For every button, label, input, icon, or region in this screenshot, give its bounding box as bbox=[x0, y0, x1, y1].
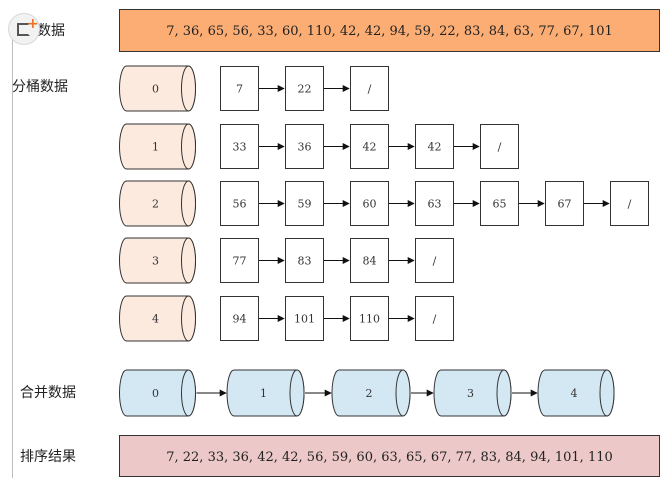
merge-cylinder-4-label: 4 bbox=[571, 387, 578, 400]
bucket-2-node-4: 65 bbox=[480, 181, 519, 226]
bucket-cylinder-0: 0 bbox=[119, 65, 196, 112]
label-sorted-result: 排序结果 bbox=[20, 449, 76, 465]
merge-cylinder-0-label: 0 bbox=[152, 387, 159, 400]
bucket-2-value-5: 67 bbox=[558, 198, 572, 211]
bucket-row-4: 4 94 101 110 / bbox=[119, 295, 454, 342]
bucket-3-value-1: 83 bbox=[298, 255, 312, 268]
bucket-cylinder-1: 1 bbox=[119, 123, 196, 170]
label-bucket-data: 分桶数据 bbox=[12, 79, 68, 95]
bucket-4-value-0: 94 bbox=[233, 313, 247, 326]
bucket-1-value-4: / bbox=[498, 141, 502, 154]
bucket-1-value-3: 42 bbox=[428, 141, 442, 154]
bucket-3-node-0: 77 bbox=[220, 238, 259, 283]
bucket-1-node-0: 33 bbox=[220, 124, 259, 169]
sorted-result-bar: 7, 22, 33, 36, 42, 42, 56, 59, 60, 63, 6… bbox=[119, 435, 660, 477]
bucket-row-1: 1 33 36 42 42 / bbox=[119, 123, 519, 170]
bucket-3-value-2: 84 bbox=[363, 255, 377, 268]
merge-cylinder-2-label: 2 bbox=[366, 387, 373, 400]
bucket-2-value-1: 59 bbox=[298, 198, 312, 211]
plus-icon: + bbox=[27, 16, 39, 32]
bucket-0-value-2: / bbox=[368, 83, 372, 96]
frame-shape bbox=[17, 23, 30, 36]
bucket-0-value-0: 7 bbox=[236, 83, 243, 96]
bucket-cylinder-4-label: 4 bbox=[152, 313, 159, 326]
bucket-row-0: 0 7 22 / bbox=[119, 65, 389, 112]
raw-data-bar: 7, 36, 65, 56, 33, 60, 110, 42, 42, 94, … bbox=[119, 9, 660, 52]
bucket-3-node-2: 84 bbox=[350, 238, 389, 283]
label-merge-data: 合并数据 bbox=[20, 385, 76, 401]
bucket-3-node-1: 83 bbox=[285, 238, 324, 283]
bucket-cylinder-1-label: 1 bbox=[152, 141, 159, 154]
bucket-cylinder-3-label: 3 bbox=[152, 255, 159, 268]
merge-cylinder-1-label: 1 bbox=[260, 387, 267, 400]
bucket-cylinder-3: 3 bbox=[119, 237, 196, 284]
bucket-2-node-1: 59 bbox=[285, 181, 324, 226]
bucket-2-node-5: 67 bbox=[545, 181, 584, 226]
bucket-1-value-2: 42 bbox=[363, 141, 377, 154]
bucket-3-value-0: 77 bbox=[233, 255, 247, 268]
merge-cylinder-4: 4 bbox=[537, 369, 615, 417]
bucket-1-node-2: 42 bbox=[350, 124, 389, 169]
bucket-cylinder-0-label: 0 bbox=[152, 83, 159, 96]
bucket-2-value-4: 65 bbox=[493, 198, 507, 211]
bucket-4-node-0: 94 bbox=[220, 296, 259, 341]
bucket-0-node-0: 7 bbox=[220, 66, 259, 111]
merge-cylinder-3-label: 3 bbox=[467, 387, 474, 400]
bucket-4-value-3: / bbox=[433, 313, 437, 326]
bucket-2-node-3: 63 bbox=[415, 181, 454, 226]
bucket-2-value-6: / bbox=[628, 198, 632, 211]
bucket-1-value-1: 36 bbox=[298, 141, 312, 154]
bucket-2-node-0: 56 bbox=[220, 181, 259, 226]
bucket-1-value-0: 33 bbox=[233, 141, 247, 154]
merge-cylinder-3: 3 bbox=[433, 369, 512, 417]
merge-cylinder-1: 1 bbox=[226, 369, 305, 417]
bucket-4-node-1: 101 bbox=[285, 296, 324, 341]
bucket-0-node-1: 22 bbox=[285, 66, 324, 111]
bucket-1-node-4: / bbox=[480, 124, 519, 169]
merge-layer: 0 1 2 3 4 bbox=[119, 369, 615, 417]
bucket-3-value-3: / bbox=[433, 255, 437, 268]
sorted-result-values: 7, 22, 33, 36, 42, 42, 56, 59, 60, 63, 6… bbox=[166, 450, 613, 465]
bucket-4-node-2: 110 bbox=[350, 296, 389, 341]
raw-data-values: 7, 36, 65, 56, 33, 60, 110, 42, 42, 94, … bbox=[166, 24, 613, 39]
bucket-4-value-2: 110 bbox=[359, 313, 380, 326]
merge-cylinder-0: 0 bbox=[119, 369, 196, 417]
bucket-row-2: 2 56 59 60 63 65 67 / bbox=[119, 180, 649, 227]
merge-cylinder-2: 2 bbox=[331, 369, 411, 417]
bucket-2-node-6: / bbox=[610, 181, 649, 226]
bucket-cylinder-2-label: 2 bbox=[152, 198, 159, 211]
bucket-2-value-3: 63 bbox=[428, 198, 442, 211]
bucket-2-value-2: 60 bbox=[363, 198, 377, 211]
bucket-cylinder-4: 4 bbox=[119, 295, 196, 342]
bucket-4-node-3: / bbox=[415, 296, 454, 341]
buckets-layer: 0 7 22 / 1 33 36 42 42 / 2 56 59 60 63 65 67 / 3 77 83 84 / 4 94… bbox=[119, 65, 649, 342]
bucket-1-node-3: 42 bbox=[415, 124, 454, 169]
add-frame-icon[interactable]: + bbox=[8, 13, 40, 45]
bucket-row-3: 3 77 83 84 / bbox=[119, 237, 454, 284]
label-raw-data: 数据 bbox=[37, 23, 65, 39]
bucket-3-node-3: / bbox=[415, 238, 454, 283]
bucket-2-value-0: 56 bbox=[233, 198, 247, 211]
bucket-1-node-1: 36 bbox=[285, 124, 324, 169]
bucket-0-value-1: 22 bbox=[298, 83, 312, 96]
bucket-0-node-2: / bbox=[350, 66, 389, 111]
bucket-4-value-1: 101 bbox=[294, 313, 315, 326]
bucket-cylinder-2: 2 bbox=[119, 180, 196, 227]
bucket-2-node-2: 60 bbox=[350, 181, 389, 226]
